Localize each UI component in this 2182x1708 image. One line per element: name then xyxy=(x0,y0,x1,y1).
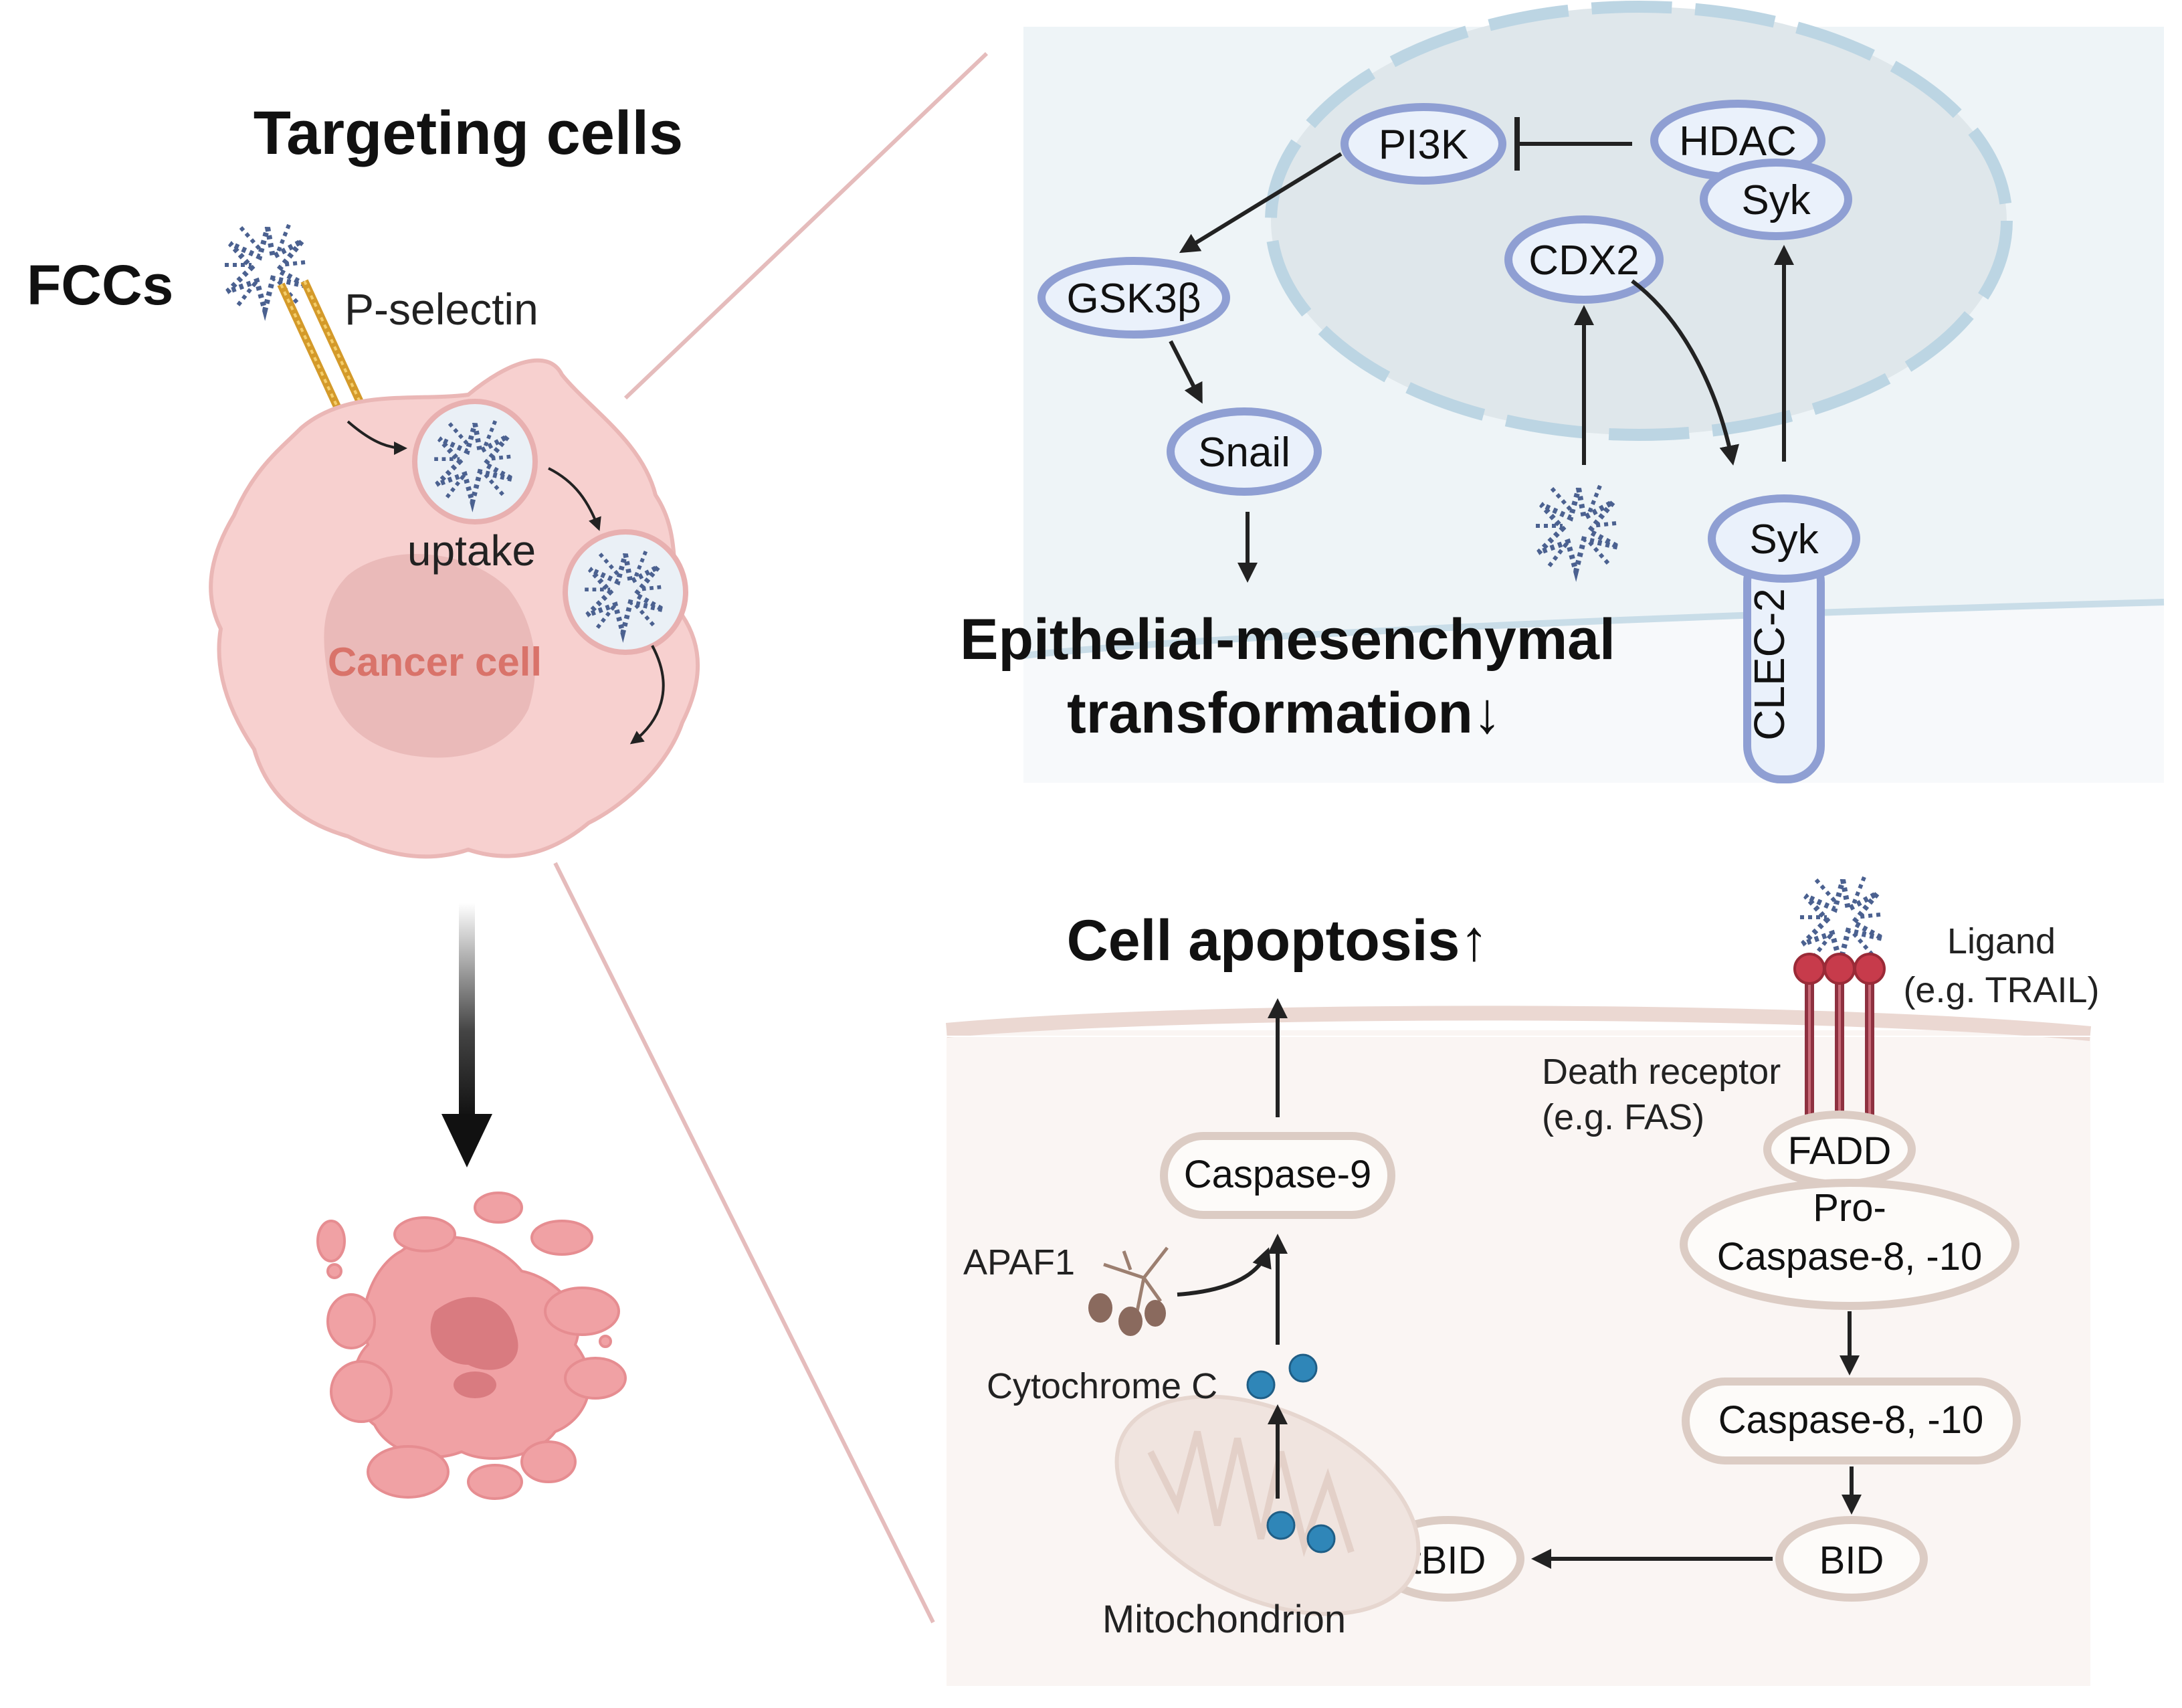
uptake-arrow-1 xyxy=(346,420,407,455)
apoptosis-outcome-label: Cell apoptosis↑ xyxy=(1067,909,1489,973)
arrow-cdx2-syk xyxy=(1631,279,1739,466)
svg-text:tBID: tBID xyxy=(1411,1539,1486,1582)
zoom-connector-bottom xyxy=(553,862,935,1624)
p-selectin-rods xyxy=(277,279,365,410)
svg-text:GSK3β: GSK3β xyxy=(1066,276,1201,322)
svg-text:Syk: Syk xyxy=(1741,177,1811,223)
node-caspase-8-10: Caspase-8, -10 xyxy=(1682,1378,2021,1464)
node-syk-nuclear: Syk xyxy=(1700,159,1852,240)
uptake-vesicle-2 xyxy=(563,529,688,655)
apaf1-icon xyxy=(1088,1246,1169,1336)
svg-text:Pro-: Pro- xyxy=(1813,1186,1886,1230)
fcc-fiber-icon-ligand xyxy=(1800,877,1883,963)
apoptosis-cell-interior xyxy=(947,1030,2090,1686)
panel-title: Targeting cells xyxy=(254,99,683,167)
node-cdx2: CDX2 xyxy=(1504,215,1664,304)
p-selectin-label: P-selectin xyxy=(344,284,538,334)
svg-text:Syk: Syk xyxy=(1749,516,1819,563)
svg-text:Snail: Snail xyxy=(1198,430,1290,476)
svg-text:CLEC-2: CLEC-2 xyxy=(1745,588,1793,741)
cytochrome-c-molecules xyxy=(1246,1353,1336,1553)
node-pi3k: PI3K xyxy=(1341,103,1506,185)
fcc-nanoparticle-icon xyxy=(225,225,308,310)
cytochrome-c-label: Cytochrome C xyxy=(987,1366,1217,1406)
clec2-receptor: CLEC-2 xyxy=(1743,545,1825,783)
mitochondrion-icon xyxy=(1114,1394,1421,1616)
uptake-arrow-2 xyxy=(548,467,601,531)
svg-text:FADD: FADD xyxy=(1788,1129,1892,1173)
node-fadd: FADD xyxy=(1763,1111,1916,1188)
node-syk-membrane: Syk xyxy=(1708,494,1860,583)
cancer-cell-label: Cancer cell xyxy=(328,640,542,684)
arrow-pi3k-gsk3b xyxy=(1179,152,1343,254)
svg-text:BID: BID xyxy=(1819,1539,1884,1582)
apaf1-label: APAF1 xyxy=(963,1242,1075,1283)
ligand-spheres xyxy=(1793,953,1886,985)
death-receptor-label-line1: Death receptor xyxy=(1542,1052,1781,1092)
node-snail: Snail xyxy=(1167,407,1322,496)
uptake-vesicle-1 xyxy=(412,399,538,525)
node-bid: BID xyxy=(1775,1516,1928,1602)
fccs-label: FCCs xyxy=(27,254,173,316)
membrane-highlight xyxy=(947,1036,2090,1037)
apoptosis-cell-membrane xyxy=(946,1006,2092,1041)
svg-text:CDX2: CDX2 xyxy=(1528,238,1639,284)
big-down-arrow-shaft xyxy=(459,903,475,1117)
nuclear-envelope xyxy=(1265,1,2013,441)
node-gsk3b: GSK3β xyxy=(1037,257,1230,339)
node-pro-caspase: Pro- Caspase-8, -10 xyxy=(1680,1179,2019,1310)
svg-text:Caspase-8, -10: Caspase-8, -10 xyxy=(1718,1398,1984,1442)
big-down-arrow-head xyxy=(441,1114,492,1167)
death-receptor-label-line2: (e.g. FAS) xyxy=(1542,1097,1704,1137)
svg-text:PI3K: PI3K xyxy=(1379,122,1468,168)
cancer-cell-nucleus xyxy=(324,553,535,758)
emt-outcome-line1: Epithelial-mesenchymal xyxy=(960,607,1615,672)
ligand-label-line2: (e.g. TRAIL) xyxy=(1903,970,2099,1010)
mitochondrion-label: Mitochondrion xyxy=(1102,1598,1346,1641)
uptake-arrow-3 xyxy=(629,645,665,745)
uptake-label: uptake xyxy=(407,527,536,575)
emt-extracellular-area xyxy=(1023,602,2164,783)
ligand-label-line1: Ligand xyxy=(1947,921,2056,961)
arrow-gsk3b-snail xyxy=(1169,340,1203,404)
svg-text:HDAC: HDAC xyxy=(1679,118,1797,165)
zoom-connector-top xyxy=(623,52,989,400)
svg-text:Caspase-9: Caspase-9 xyxy=(1184,1153,1371,1196)
emt-cell-membrane xyxy=(1023,599,2165,659)
arrow-apaf1-caspase9 xyxy=(1177,1247,1272,1297)
node-caspase-9: Caspase-9 xyxy=(1160,1132,1395,1219)
apoptotic-core-fragment xyxy=(430,1297,518,1370)
apoptotic-core-fragment-2 xyxy=(454,1371,496,1398)
emt-outcome-line2: transformation↓ xyxy=(1067,681,1502,745)
svg-text:Caspase-8, -10: Caspase-8, -10 xyxy=(1717,1235,1983,1278)
